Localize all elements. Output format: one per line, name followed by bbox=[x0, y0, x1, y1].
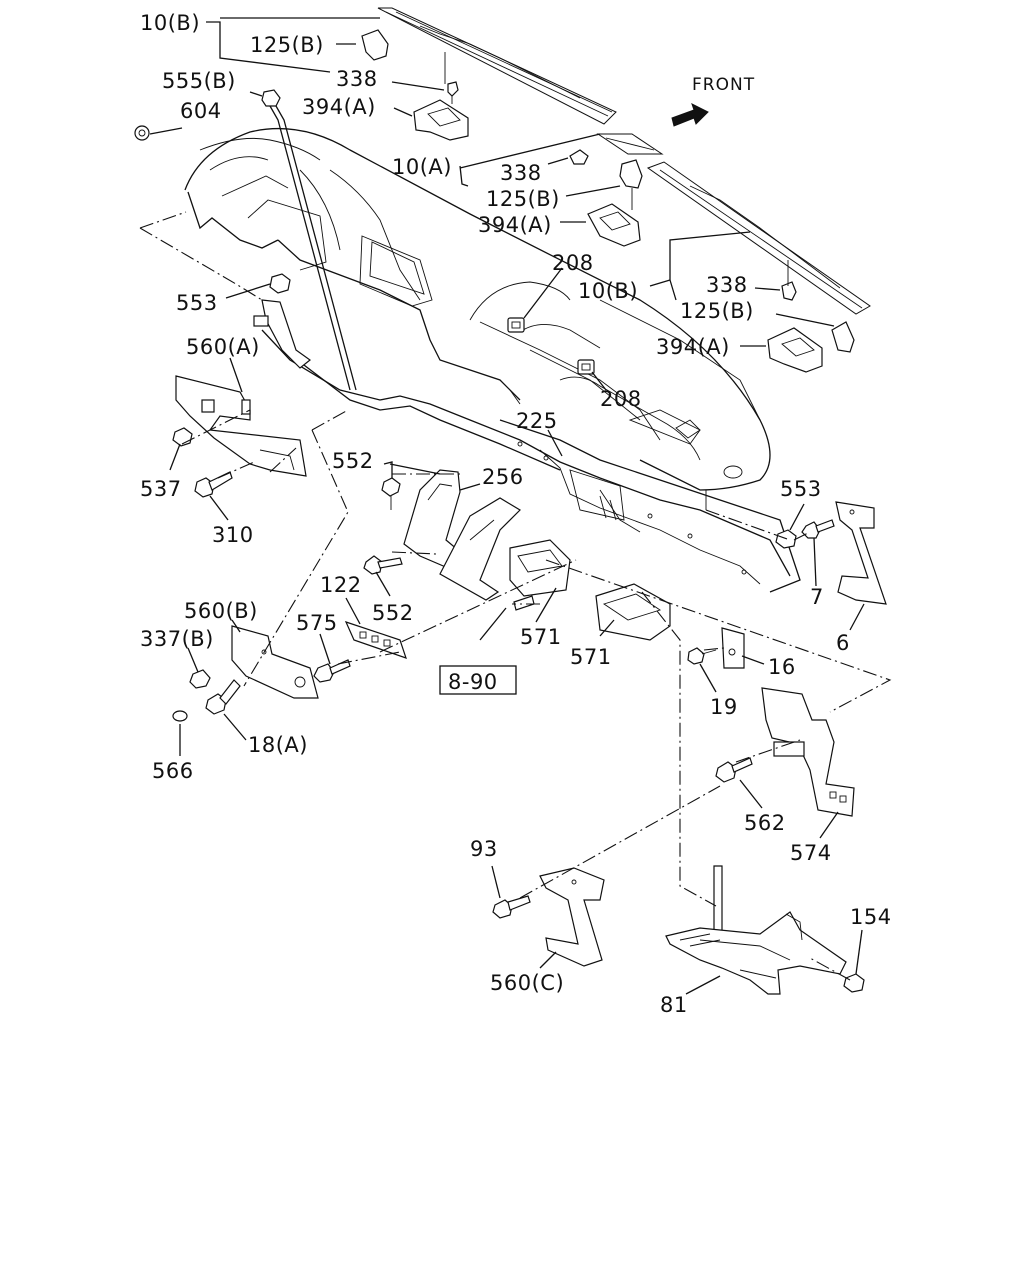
bolt-18A bbox=[205, 679, 241, 715]
bolt-93 bbox=[492, 895, 531, 919]
callout-154: 154 bbox=[850, 905, 892, 929]
callout-81: 81 bbox=[660, 993, 688, 1017]
callout-566: 566 bbox=[152, 759, 194, 783]
clip-208-top bbox=[507, 317, 525, 333]
callout-553-left: 553 bbox=[176, 291, 218, 315]
callout-552-top: 552 bbox=[332, 449, 374, 473]
callout-10B-right: 10(B) bbox=[578, 279, 638, 303]
callout-560B: 560(B) bbox=[184, 599, 258, 623]
callout-555B: 555(B) bbox=[162, 69, 236, 93]
bolt-575 bbox=[313, 659, 351, 683]
callout-394A-mid: 394(A) bbox=[478, 213, 552, 237]
callout-338-top: 338 bbox=[336, 67, 378, 91]
callout-571-b: 571 bbox=[570, 645, 612, 669]
callout-18A: 18(A) bbox=[248, 733, 308, 757]
instrument-panel bbox=[184, 127, 771, 510]
leader-lines bbox=[149, 17, 865, 995]
screw-338-top bbox=[444, 52, 459, 104]
duct-571-a bbox=[509, 539, 571, 597]
callout-225: 225 bbox=[516, 409, 558, 433]
callout-337B: 337(B) bbox=[140, 627, 214, 651]
callout-256: 256 bbox=[482, 465, 524, 489]
nut-154 bbox=[843, 973, 865, 993]
callout-208-bot: 208 bbox=[600, 387, 642, 411]
alignment-lines bbox=[139, 211, 892, 981]
defroster-strip-left bbox=[377, 7, 617, 125]
callout-560C: 560(C) bbox=[490, 971, 564, 995]
callout-7: 7 bbox=[810, 585, 824, 609]
callout-10B-top: 10(B) bbox=[140, 11, 200, 35]
callout-552-bot: 552 bbox=[372, 601, 414, 625]
clip-604 bbox=[134, 125, 150, 141]
callout-208-top: 208 bbox=[552, 251, 594, 275]
bracket-574 bbox=[761, 687, 855, 817]
bolt-7 bbox=[801, 519, 835, 539]
callout-537: 537 bbox=[140, 477, 182, 501]
bolt-552-bot bbox=[363, 555, 403, 575]
bracket-560B bbox=[231, 625, 319, 699]
bracket-560C bbox=[539, 867, 605, 967]
center-stay bbox=[439, 497, 521, 601]
defroster-strip-right bbox=[646, 161, 871, 315]
callout-553-right: 553 bbox=[780, 477, 822, 501]
clip-394A-right bbox=[767, 327, 823, 373]
callout-560A: 560(A) bbox=[186, 335, 260, 359]
callout-labels: 10(B) 125(B) 338 555(B) 604 394(A) 10(A)… bbox=[140, 11, 892, 1017]
clip-394A-mid bbox=[587, 203, 641, 247]
bracket-16 bbox=[721, 627, 745, 669]
bracket-6 bbox=[835, 501, 887, 605]
front-label: FRONT bbox=[692, 75, 755, 95]
screw-19 bbox=[687, 647, 717, 665]
callout-19: 19 bbox=[710, 695, 738, 719]
reference-box[interactable]: 8-90 bbox=[439, 665, 517, 695]
callout-604: 604 bbox=[180, 99, 222, 123]
callout-571-a: 571 bbox=[520, 625, 562, 649]
callout-16: 16 bbox=[768, 655, 796, 679]
callout-10A: 10(A) bbox=[392, 155, 452, 179]
front-direction: FRONT bbox=[671, 75, 755, 127]
callout-562: 562 bbox=[744, 811, 786, 835]
duct-571-b bbox=[595, 583, 671, 641]
ring-566 bbox=[172, 710, 188, 722]
clip-125B-top bbox=[361, 29, 389, 61]
bolt-552-top bbox=[381, 477, 401, 510]
screw-571 bbox=[513, 595, 535, 611]
callout-125B-mid: 125(B) bbox=[486, 187, 560, 211]
bolt-310 bbox=[194, 471, 233, 498]
clip-394A-top bbox=[413, 99, 469, 141]
bracket-560A bbox=[175, 375, 307, 477]
clip-125B-right bbox=[831, 321, 855, 353]
callout-125B-right: 125(B) bbox=[680, 299, 754, 323]
callout-310: 310 bbox=[212, 523, 254, 547]
callout-338-right: 338 bbox=[706, 273, 748, 297]
callout-394A-right: 394(A) bbox=[656, 335, 730, 359]
bolt-562 bbox=[715, 757, 753, 783]
front-arrow-icon bbox=[671, 103, 709, 127]
callout-575: 575 bbox=[296, 611, 338, 635]
bracket-553-left bbox=[253, 299, 311, 369]
callout-125B-top: 125(B) bbox=[250, 33, 324, 57]
callout-6: 6 bbox=[836, 631, 850, 655]
callout-93: 93 bbox=[470, 837, 498, 861]
reference-box-label: 8-90 bbox=[448, 670, 498, 694]
screw-338-right bbox=[781, 260, 797, 301]
clip-125B-mid bbox=[619, 159, 643, 210]
nut-553-left bbox=[269, 273, 291, 294]
callout-574: 574 bbox=[790, 841, 832, 865]
bolt-337B bbox=[189, 669, 211, 689]
callout-122: 122 bbox=[320, 573, 362, 597]
screw-338-mid bbox=[569, 149, 589, 165]
callout-338-mid: 338 bbox=[500, 161, 542, 185]
cross-member-beam bbox=[261, 329, 801, 593]
callout-394A-top: 394(A) bbox=[302, 95, 376, 119]
clip-208-bot bbox=[577, 359, 595, 375]
rod-555B bbox=[261, 89, 357, 391]
defroster-strip-center bbox=[596, 133, 664, 155]
hook-122 bbox=[344, 621, 407, 659]
bracket-81 bbox=[665, 865, 847, 995]
